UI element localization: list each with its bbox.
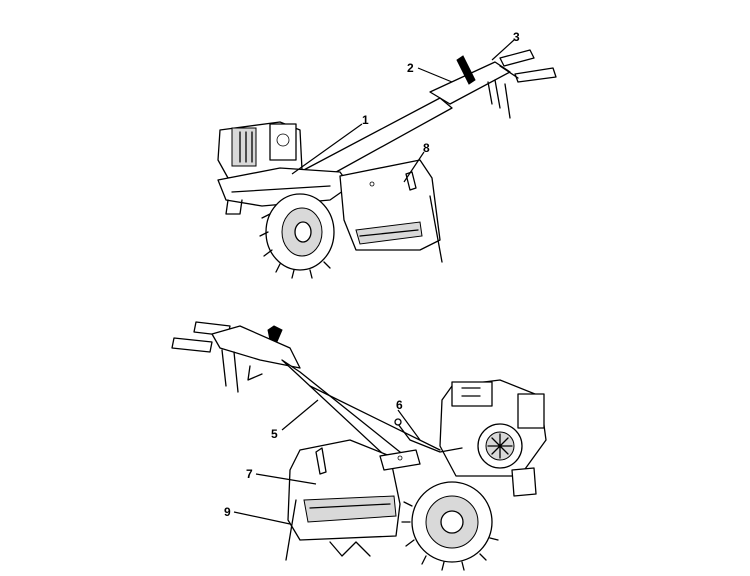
leader-8 xyxy=(403,151,425,183)
leader-7 xyxy=(255,473,317,485)
leader-3 xyxy=(491,39,515,61)
callout-labels: 1 2 3 5 6 7 8 9 xyxy=(224,30,520,519)
callout-label-9: 9 xyxy=(224,505,231,519)
callout-label-2: 2 xyxy=(407,61,414,75)
callout-label-1: 1 xyxy=(362,113,369,127)
callout-label-8: 8 xyxy=(423,141,430,155)
leader-5 xyxy=(281,399,319,431)
tiller-top-view xyxy=(217,49,557,279)
callout-label-6: 6 xyxy=(396,398,403,412)
leader-9 xyxy=(233,511,291,525)
leader-6 xyxy=(397,409,421,441)
leader-2 xyxy=(417,67,453,83)
leader-1 xyxy=(291,123,363,175)
callout-leaders xyxy=(233,39,515,525)
tiller-bottom-view xyxy=(171,321,547,571)
callout-label-7: 7 xyxy=(246,467,253,481)
callout-label-3: 3 xyxy=(513,30,520,44)
callout-label-5: 5 xyxy=(271,427,278,441)
